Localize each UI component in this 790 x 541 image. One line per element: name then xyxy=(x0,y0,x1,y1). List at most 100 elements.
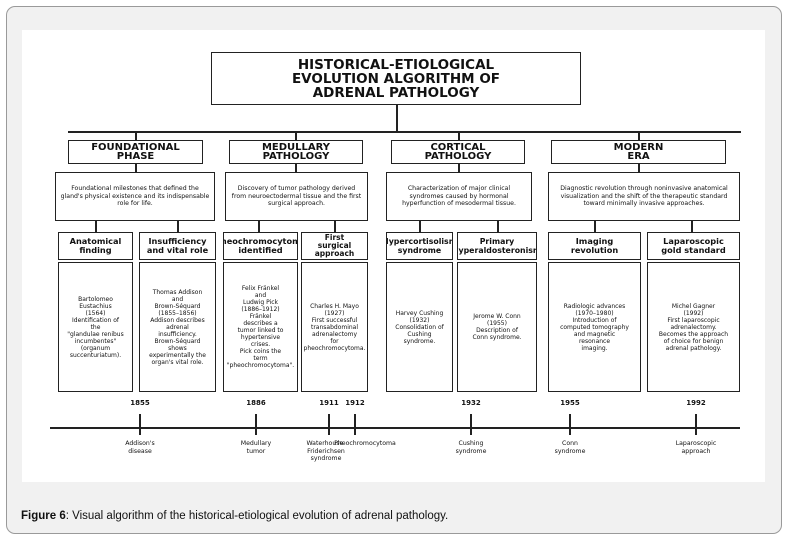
connector-line xyxy=(594,221,596,232)
timeline-tick xyxy=(354,414,356,435)
detail-line: Introduction of xyxy=(572,316,617,324)
connector-line xyxy=(135,164,137,172)
timeline-label: Medullary tumor xyxy=(226,440,286,455)
timeline-tick xyxy=(569,414,571,435)
detail-line: adrenal xyxy=(166,323,189,331)
detail-line: for xyxy=(330,337,339,345)
subcategory-label: syndrome xyxy=(397,246,442,255)
detail-line: Jerome W. Conn xyxy=(473,313,521,320)
detail-line: succenturiatum). xyxy=(69,351,122,359)
connector-line xyxy=(419,221,421,232)
timeline-label-line: Friderichsen xyxy=(307,447,345,455)
detail-line: Michel Gagner xyxy=(671,302,716,310)
detail-line: "pheochromocytoma". xyxy=(226,362,295,369)
timeline-label: Conn syndrome xyxy=(540,440,600,455)
figure-label: Figure 6 xyxy=(21,510,66,522)
detail-line: (1970–1980) xyxy=(575,309,614,317)
subcategory-label: First xyxy=(324,233,345,242)
subcategory-insufficiency: Insufficiency and vital role xyxy=(139,232,216,260)
connector-line xyxy=(295,164,297,172)
diagram-title: HISTORICAL-ETIOLOGICAL EVOLUTION ALGORIT… xyxy=(211,52,581,105)
title-line: HISTORICAL-ETIOLOGICAL xyxy=(297,56,495,73)
connector-line xyxy=(458,131,460,140)
phase-modern: MODERN ERA xyxy=(551,140,726,164)
detail-line: of choice for benign xyxy=(663,337,724,345)
phase-foundational: FOUNDATIONAL PHASE xyxy=(68,140,203,164)
detail-line: Description of xyxy=(476,327,518,334)
subcategory-label: Insufficiency xyxy=(148,236,207,246)
detail-line: (1855–1856) xyxy=(158,309,197,317)
connector-line xyxy=(458,164,460,172)
phase-label: PATHOLOGY xyxy=(424,151,492,162)
detail-line: (1927) xyxy=(324,309,345,317)
detail-line: Addison describes xyxy=(150,316,205,324)
connector-line xyxy=(68,131,741,133)
detail-line: Fränkel xyxy=(249,313,272,320)
detail-cushing: Harvey Cushing (1932) Consolidation of C… xyxy=(386,262,453,392)
phase-label: MODERN xyxy=(613,141,664,153)
timeline-label: Addison's disease xyxy=(110,440,170,455)
detail-line: adrenalectomy xyxy=(311,330,358,338)
subcategory-anatomical-finding: Anatomical finding xyxy=(58,232,133,260)
detail-line: organ's vital role. xyxy=(151,358,204,366)
detail-line: Brown-Séquard xyxy=(154,302,201,310)
timeline-label-line: Laparoscopic xyxy=(675,440,717,447)
phase-description: Characterization of major clinical syndr… xyxy=(386,172,532,221)
detail-line: Thomas Addison xyxy=(152,288,203,296)
subcategory-label: Imaging xyxy=(575,236,614,246)
detail-gagner: Michel Gagner (1992) First laparoscopic … xyxy=(647,262,740,392)
timeline-label-line: Addison's xyxy=(125,440,155,447)
subcategory-label: hyperaldosteronism xyxy=(457,246,537,255)
connector-line xyxy=(177,221,179,232)
detail-line: describes a xyxy=(243,320,278,327)
detail-line: shows xyxy=(168,344,187,352)
detail-line: (1955) xyxy=(487,320,507,327)
detail-eustachius: Bartolomeo Eustachius (1564) Identificat… xyxy=(58,262,133,392)
timeline-label: Waterhouse- Friderichsen syndrome xyxy=(296,440,356,463)
subcategory-hypercortisolism: Hypercortisolism syndrome xyxy=(386,232,453,260)
connector-line xyxy=(396,105,398,132)
detail-line: (organum xyxy=(80,344,111,352)
timeline-year: 1911 xyxy=(319,399,339,407)
connector-line xyxy=(295,131,297,140)
timeline-label: Pheochromocytoma xyxy=(332,440,398,448)
timeline-label-line: tumor xyxy=(246,447,266,455)
timeline-label-line: Waterhouse- xyxy=(306,440,346,447)
detail-line: Brown-Séquard xyxy=(154,337,201,345)
detail-radiologic: Radiologic advances (1970–1980) Introduc… xyxy=(548,262,641,392)
subcategory-laparoscopic: Laparoscopic gold standard xyxy=(647,232,740,260)
detail-addison: Thomas Addison and Brown-Séquard (1855–1… xyxy=(139,262,216,392)
detail-line: (1992) xyxy=(683,309,704,317)
detail-line: (1886–1912) xyxy=(241,306,280,313)
timeline-year: 1932 xyxy=(461,399,481,407)
timeline-label-line: syndrome xyxy=(455,447,487,455)
detail-line: Radiologic advances xyxy=(563,302,626,310)
detail-line: adrenal pathology. xyxy=(665,344,722,352)
timeline-label: Cushing syndrome xyxy=(441,440,501,455)
detail-line: Cushing xyxy=(407,330,432,338)
detail-line: hypertensive xyxy=(240,334,281,341)
phase-cortical: CORTICAL PATHOLOGY xyxy=(391,140,525,164)
title-line: ADRENAL PATHOLOGY xyxy=(312,84,480,101)
detail-line: Pick coins the xyxy=(239,348,282,355)
detail-line: resonance xyxy=(578,337,611,345)
detail-line: the xyxy=(90,323,101,331)
subcategory-label: Hypercortisolism xyxy=(386,237,452,246)
detail-line: Conn syndrome. xyxy=(472,334,522,341)
detail-line: crises. xyxy=(250,341,271,348)
timeline-year: 1912 xyxy=(345,399,365,407)
detail-line: and xyxy=(254,292,267,299)
detail-line: insufficiency. xyxy=(158,330,197,338)
timeline-label: Laparoscopic approach xyxy=(666,440,726,455)
connector-line xyxy=(258,221,260,232)
detail-line: syndrome. xyxy=(403,337,436,345)
subcategory-label: Primary xyxy=(479,237,515,246)
subcategory-label: revolution xyxy=(570,245,619,255)
detail-line: First laparoscopic xyxy=(667,316,720,324)
detail-line: Felix Fränkel xyxy=(241,285,280,292)
phase-label: FOUNDATIONAL xyxy=(91,141,180,153)
connector-line xyxy=(334,221,336,232)
subcategory-pheochromocytoma: Pheochromocytoma identified xyxy=(223,232,298,260)
detail-mayo: Charles H. Mayo (1927) First successful … xyxy=(301,262,368,392)
phase-label: ERA xyxy=(627,151,650,162)
